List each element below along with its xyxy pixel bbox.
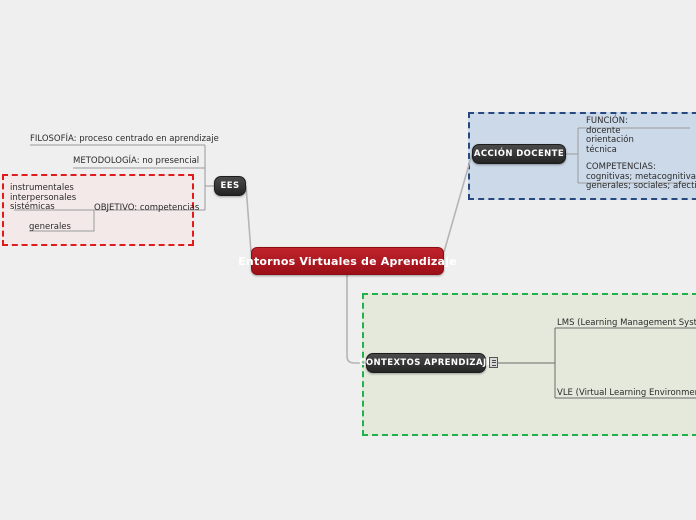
leaf-filosofia[interactable]: FILOSOFÍA: proceso centrado en aprendiza… (30, 134, 219, 144)
branch-node-accion-docente[interactable]: ACCIÓN DOCENTE (472, 144, 566, 164)
leaf-vle[interactable]: VLE (Virtual Learning Environments) (557, 388, 696, 398)
note-icon[interactable] (489, 357, 498, 368)
leaf-metodologia[interactable]: METODOLOGÍA: no presencial (73, 156, 200, 166)
leaf-generales[interactable]: generales (29, 222, 71, 232)
branch-node-contextos-aprendizaje[interactable]: CONTEXTOS APRENDIZAJE (359, 353, 492, 373)
branch-node-ees[interactable]: EES (214, 176, 246, 196)
leaf-lms[interactable]: LMS (Learning Management Systems) (557, 318, 696, 328)
leaf-competencias-docente[interactable]: COMPETENCIAS:cognitivas; metacognitivas;… (586, 162, 696, 192)
leaf-objetivo[interactable]: OBJETIVO: competencias (94, 203, 200, 213)
edge-root-to-ees (245, 185, 252, 253)
root-node-entornos-virtuales[interactable]: Entornos Virtuales de Aprendizaje (238, 247, 457, 275)
